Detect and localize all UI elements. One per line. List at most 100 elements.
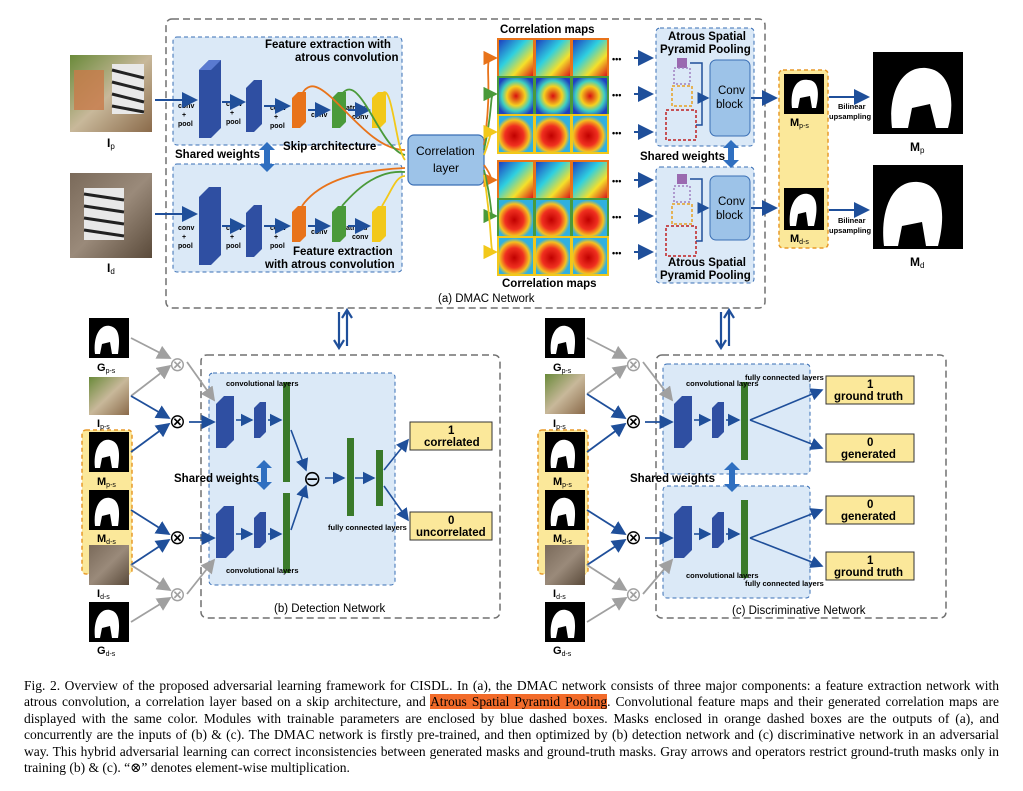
svg-text:•••: •••: [612, 90, 621, 100]
arrows-c: [586, 337, 674, 623]
mask-mps: [784, 74, 824, 114]
detection-network-box: [200, 354, 501, 619]
dmac-network-box: [165, 18, 766, 309]
svg-text:⊗: ⊗: [169, 527, 186, 549]
svg-text:pool: pool: [178, 121, 193, 128]
discriminative-title: (c) Discriminative Network: [732, 605, 866, 617]
svg-text:⊗: ⊗: [169, 354, 186, 376]
svg-text:⊗: ⊗: [169, 584, 186, 606]
svg-text:Gd-s: Gd-s: [97, 645, 116, 658]
svg-text:pool: pool: [270, 123, 285, 130]
svg-text:Md-s: Md-s: [97, 533, 116, 546]
side-images-c: [537, 318, 589, 642]
svg-text:Id-s: Id-s: [553, 588, 566, 601]
correlation-layer: [407, 134, 485, 186]
svg-text:•••: •••: [612, 212, 621, 222]
svg-text:•••: •••: [612, 54, 621, 64]
svg-text:+: +: [274, 234, 278, 241]
out-c-4-label: ground truth: [834, 567, 903, 579]
out-c-4-num: 1: [867, 555, 874, 567]
svg-text:pool: pool: [270, 243, 285, 250]
corr-out-curves: [483, 50, 498, 260]
side-images-b: [81, 318, 133, 642]
svg-text:Ip-s: Ip-s: [97, 418, 110, 431]
svg-text:+: +: [230, 234, 234, 241]
svg-text:⊗: ⊗: [625, 584, 642, 606]
aspp-top-title-2: Pyramid Pooling: [660, 44, 751, 56]
svg-text:conv: conv: [352, 234, 368, 241]
bilinear-bottom-2: upsampling: [829, 226, 872, 235]
side-labels-b: Gp-s Ip-s Mp-s Md-s Id-s Gd-s: [97, 362, 116, 658]
svg-text:•••: •••: [612, 128, 621, 138]
label-md: Md: [910, 255, 924, 270]
label-mds-a: Md-s: [790, 233, 809, 246]
conv-stack-top: [199, 60, 386, 138]
corr-maps-bottom: [497, 160, 609, 276]
out-correlated-num: 1: [448, 425, 455, 437]
fc-b-2: [376, 450, 383, 506]
feat-top-title-1: Feature extraction with: [265, 39, 391, 51]
svg-text:+: +: [274, 114, 278, 121]
shared-weights-c: Shared weights: [630, 473, 715, 485]
discriminative-network-box: [655, 354, 947, 619]
svg-text:⊗: ⊗: [625, 527, 642, 549]
corr-maps-top-title: Correlation maps: [500, 24, 595, 36]
fc-layers-b: fully connected layers: [328, 523, 407, 532]
svg-text:Mp-s: Mp-s: [553, 476, 572, 489]
fc-c-bottom: fully connected layers: [745, 579, 824, 588]
operators-c: ⊗ ⊗ ⊗ ⊗: [625, 354, 642, 606]
out-correlated-label: correlated: [424, 437, 480, 449]
fc-b-1: [347, 438, 354, 516]
conv-arrows-b: [236, 413, 409, 541]
skip-curves: [301, 85, 406, 207]
svg-text:conv: conv: [178, 103, 194, 110]
out-uncorrelated: [409, 511, 493, 541]
aspp-out-arrows: [751, 90, 778, 216]
flow-arrows-a: [155, 92, 371, 234]
svg-text:⊗: ⊗: [169, 411, 186, 433]
figure-caption: Fig. 2. Overview of the proposed adversa…: [24, 678, 999, 776]
out-uncorrelated-num: 0: [448, 515, 454, 527]
conv-arrows-c: [694, 388, 824, 568]
mask-mp: [873, 52, 963, 134]
conv-layers-b-bottom: convolutional layers: [226, 566, 299, 575]
caption-part-1: Fig. 2. Overview of the proposed adversa…: [24, 678, 999, 710]
input-image-id: [70, 173, 152, 258]
svg-text:Gp-s: Gp-s: [553, 362, 572, 375]
out-c-3: [825, 495, 915, 525]
out-c-2: [825, 433, 915, 463]
out-c-1-label: ground truth: [834, 391, 903, 403]
operators-b: ⊗ ⊗ ⊗ ⊗: [169, 354, 186, 606]
shared-arrow-b: [256, 460, 272, 490]
corr-label-2: layer: [433, 161, 459, 175]
aspp-shared-arrow: [723, 140, 739, 168]
shared-weights-a: Shared weights: [175, 149, 260, 161]
aspp-bottom-title-2: Pyramid Pooling: [660, 270, 751, 282]
minus-operator: ⊖: [303, 466, 321, 491]
out-c-2-label: generated: [841, 449, 896, 461]
svg-text:+: +: [230, 110, 234, 117]
feat-top-title-2: atrous convolution: [295, 52, 399, 64]
corr-maps-bottom-title: Correlation maps: [502, 278, 597, 290]
bilinear-bottom-1: Bilinear: [838, 216, 866, 225]
disc-bottom-box: [662, 485, 811, 599]
corr-maps-top: [497, 38, 609, 154]
svg-text:•••: •••: [612, 176, 621, 186]
out-correlated: [409, 421, 493, 451]
label-id: Id: [107, 261, 115, 276]
corr-to-aspp-arrows: [634, 50, 654, 260]
ellipsis-group: ••• ••• ••• ••• ••• •••: [612, 54, 621, 258]
svg-text:Mp-s: Mp-s: [97, 476, 116, 489]
conv-stack-bottom: [199, 187, 386, 265]
shared-weights-arrow-a: [259, 142, 275, 172]
out-c-1: [825, 375, 915, 405]
svg-text:conv: conv: [178, 225, 194, 232]
svg-text:⊗: ⊗: [625, 354, 642, 376]
dmac-title: (a) DMAC Network: [438, 293, 535, 305]
svg-text:+: +: [182, 234, 186, 241]
corr-label-1: Correlation: [416, 144, 475, 158]
aspp-shared-weights: Shared weights: [640, 151, 725, 163]
shared-arrow-c: [724, 462, 740, 492]
side-labels-c: Gp-s Ip-s Mp-s Md-s Id-s Gd-s: [553, 362, 572, 658]
svg-text:•••: •••: [612, 248, 621, 258]
